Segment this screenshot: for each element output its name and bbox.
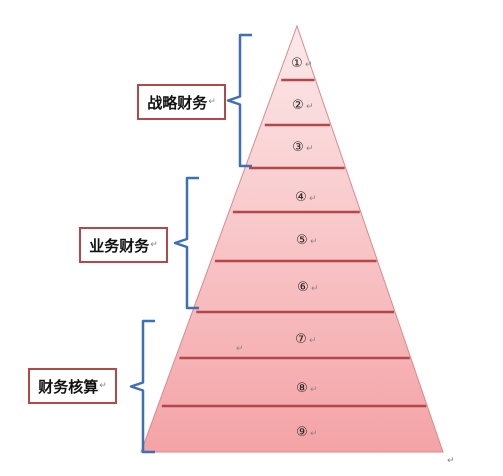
return-mark: ↵ [305,60,313,70]
return-mark: ↵ [310,429,318,439]
return-mark: ↵ [311,284,319,294]
pyramid-body [140,24,444,453]
return-mark: ↵ [310,237,318,247]
stray-return-mark: ↵ [447,456,455,466]
level-number: ① [291,56,303,71]
group-brace [226,33,252,168]
stray-return-mark: ↵ [236,344,244,354]
level-number: ⑧ [296,381,308,396]
level-number: ③ [292,140,304,155]
group-brace [173,176,199,310]
return-mark: ↵ [306,144,314,154]
level-number: ② [292,98,304,113]
return-mark: ↵ [310,385,318,395]
return-mark: ↵ [309,194,317,204]
level-number: ⑥ [297,280,309,295]
group-label-strategic-finance: 战略财务↵ [137,84,226,120]
group-label-accounting: 财务核算↵ [28,368,117,404]
group-brace [129,319,155,454]
level-number: ④ [295,190,307,205]
return-mark: ↵ [309,336,317,346]
level-number: ⑨ [296,425,308,440]
level-number: ⑦ [295,332,307,347]
return-mark: ↵ [306,102,314,112]
group-label-business-finance: 业务财务↵ [79,227,168,263]
level-number: ⑤ [296,233,308,248]
